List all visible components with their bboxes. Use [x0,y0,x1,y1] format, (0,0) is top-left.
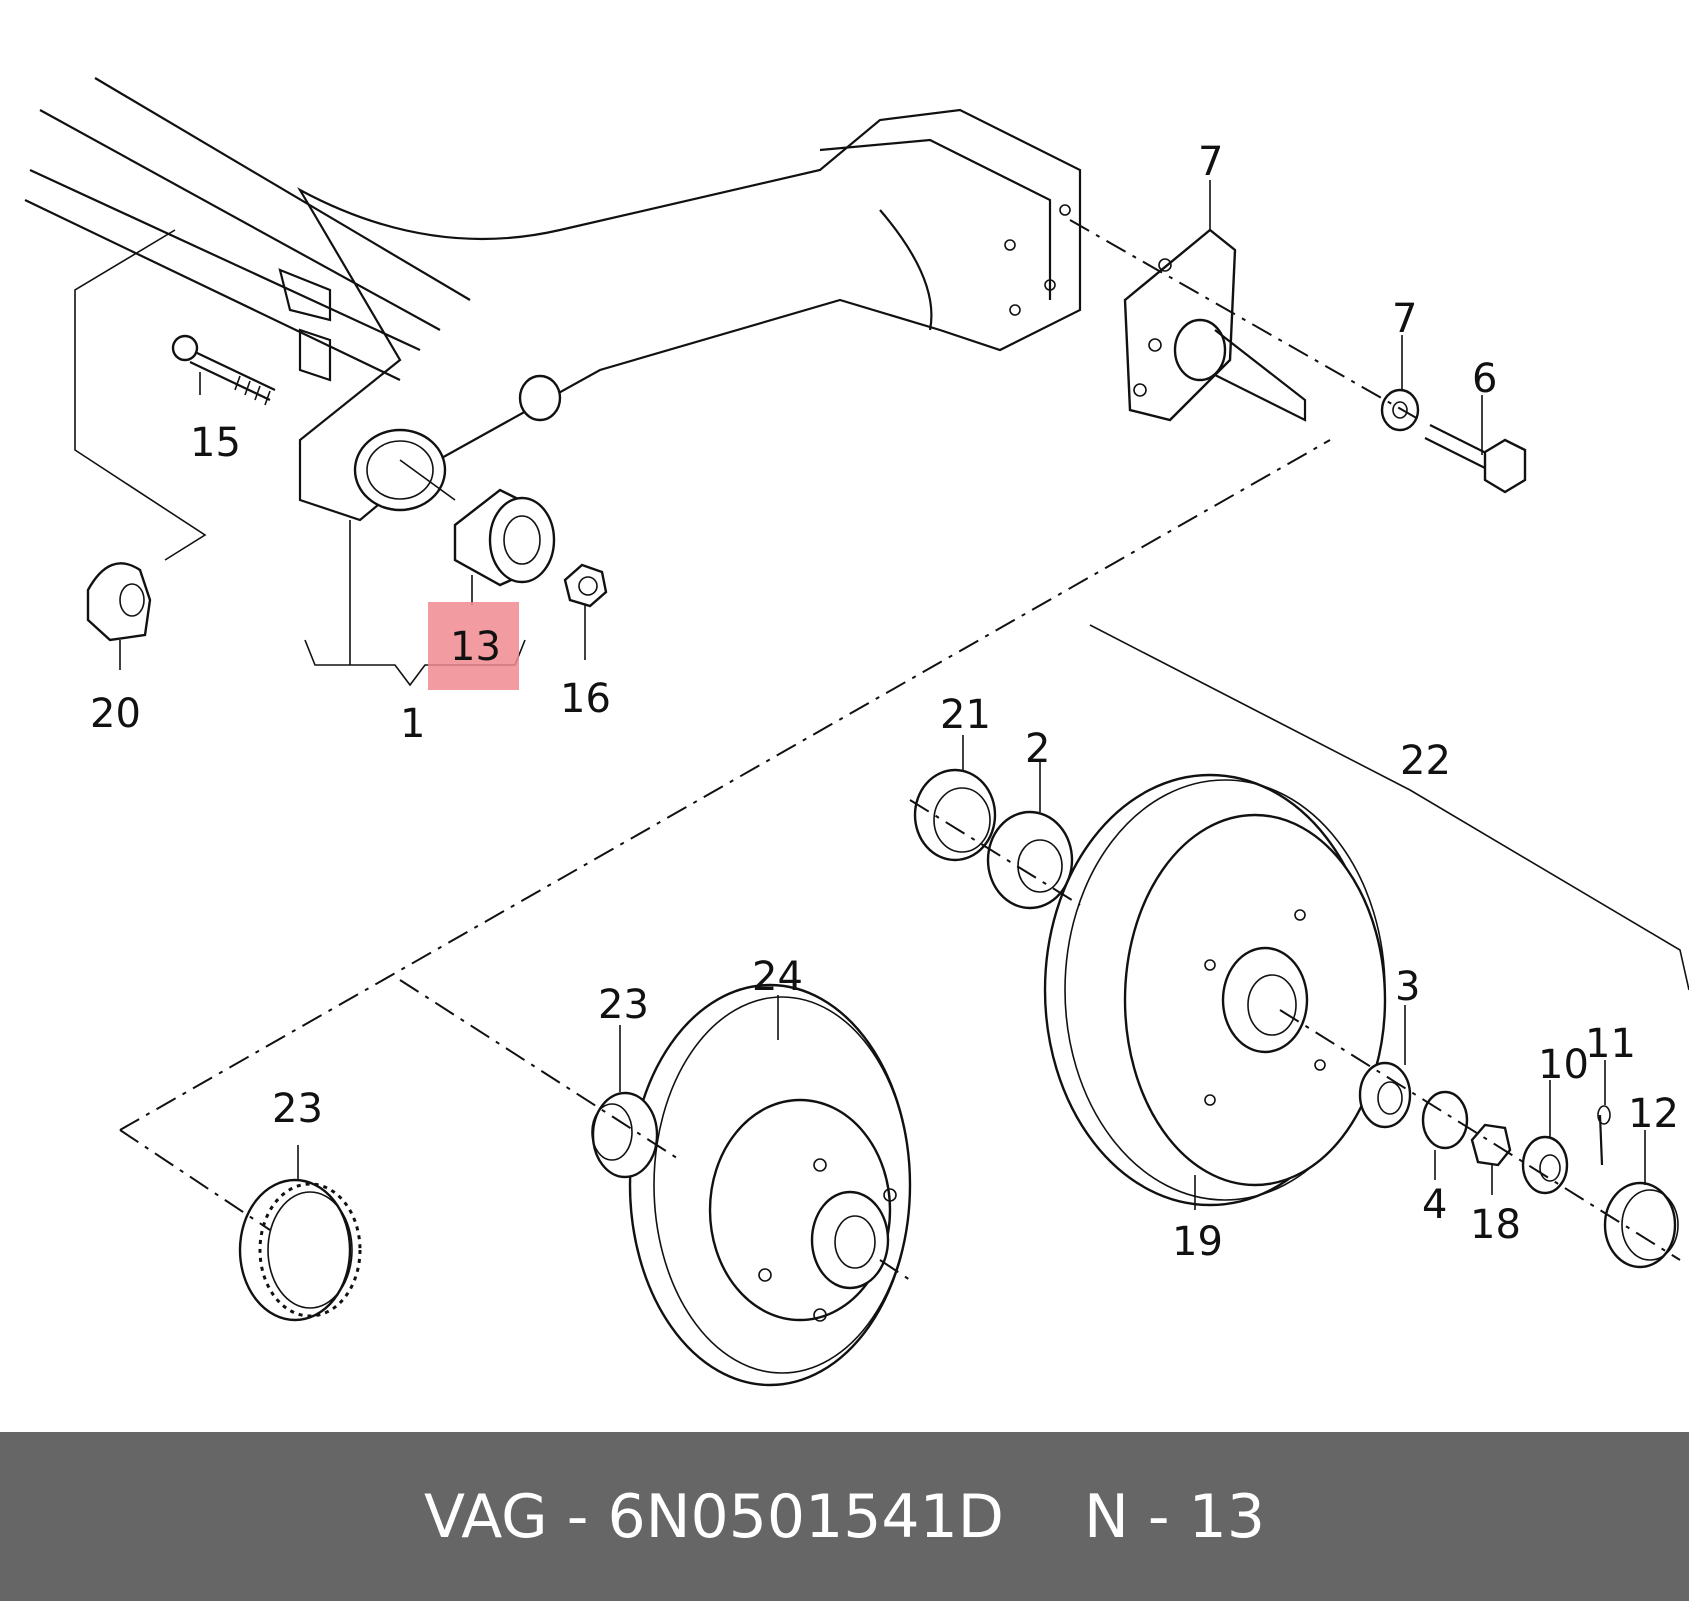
brake-drum-18 [1043,773,1387,1207]
assembly-lines [119,219,1681,1281]
bearing-19 [591,1091,659,1179]
callout-23: 23 [272,1086,323,1132]
part-info-bar: VAG - 6N0501541D N - 13 [0,1432,1689,1601]
callout-21: 20 [90,691,141,737]
bolt-15 [171,334,276,406]
cotter-pin-10 [1597,1105,1611,1166]
bracket-lines [74,229,1689,991]
washer-7 [1380,388,1420,432]
callout-labels: 15 13 16 20 1 7 7 6 21 2 22 3 11 10 12 4… [90,139,1679,1265]
brand-label: VAG [423,1481,548,1552]
callout-9: 10 [1538,1042,1589,1088]
callout-4: 4 [1422,1182,1447,1228]
callout-19: 23 [598,982,649,1028]
buffer-21 [86,562,152,642]
callout-24: 24 [752,954,803,1000]
bolt-6 [1424,424,1527,494]
axle-beam [24,77,1082,522]
callout-12: 18 [1470,1202,1521,1248]
nut-16 [563,563,608,608]
seal-20 [913,768,997,862]
stub-axle-5 [1123,228,1307,422]
callout-13: 13 [450,624,501,670]
callout-10: 11 [1585,1021,1636,1067]
highlight-box [428,602,519,690]
callout-11: 12 [1628,1091,1679,1137]
leader-lines [119,180,1646,1210]
position-label: N - 13 [1083,1481,1265,1552]
callout-6: 6 [1472,356,1497,402]
washer-4 [1421,1090,1469,1150]
bushing-13 [399,459,556,587]
lock-ring-9 [1521,1135,1569,1195]
nut-12 [1470,1123,1512,1167]
callout-7: 7 [1392,296,1417,342]
part-number: 6N0501541D [607,1481,1004,1552]
exploded-parts-diagram: 15 13 16 20 1 7 7 6 21 2 22 3 11 10 12 4… [24,77,1689,1387]
grease-cap-11 [1603,1181,1679,1269]
brake-disc-24 [628,983,912,1387]
bearing-3 [1358,1061,1412,1129]
callout-1: 1 [400,701,425,747]
separator: - [547,1481,608,1552]
sensor-ring-23 [238,1178,362,1322]
callout-16: 16 [560,676,611,722]
bearing-2 [986,810,1074,910]
callout-22: 22 [1400,738,1451,784]
callout-2: 2 [1025,726,1050,772]
callout-20: 21 [940,692,991,738]
callout-5: 7 [1198,139,1223,185]
callout-3: 3 [1395,964,1420,1010]
callout-18: 19 [1172,1219,1223,1265]
callout-15: 15 [190,420,241,466]
